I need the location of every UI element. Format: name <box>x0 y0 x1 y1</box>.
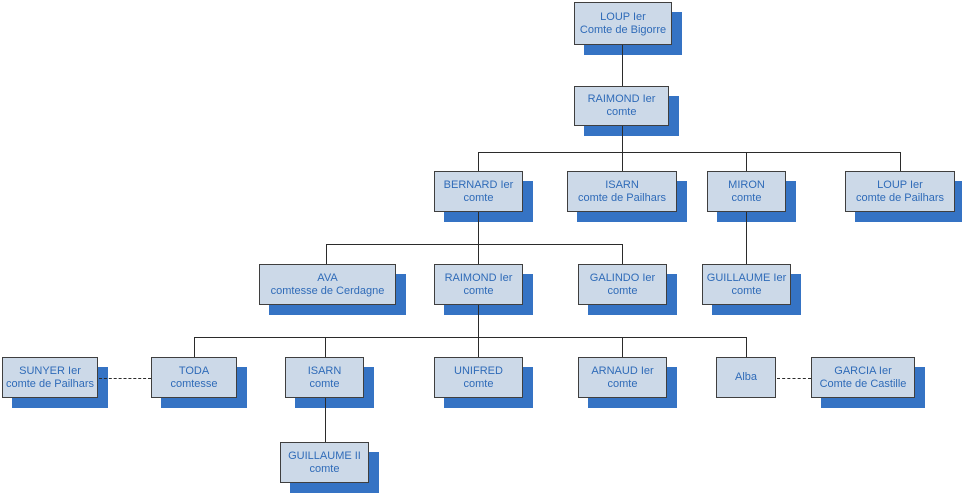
connector-loup1-raimond1 <box>622 45 623 86</box>
marriage-link-sunyer-toda <box>99 378 151 379</box>
node-label-secondary: comte <box>731 191 762 204</box>
connector-bus-isarn-pailhars <box>622 152 623 171</box>
node-label-primary: AVA <box>317 271 338 284</box>
node-label-primary: TODA <box>178 364 210 377</box>
node-label-primary: GUILLAUME II <box>288 449 361 462</box>
connector-bus-isarn-comte <box>325 337 326 358</box>
node-label-secondary: comte de Pailhars <box>5 377 95 390</box>
node-label-primary: BERNARD Ier <box>443 178 514 191</box>
node-label-secondary: Comte de Bigorre <box>579 23 667 36</box>
node-label-secondary: comte <box>606 106 637 118</box>
node-label-primary: UNIFRED <box>454 364 503 377</box>
node-alba[interactable]: Alba <box>716 357 776 398</box>
node-label-secondary: Comte de Castille <box>819 377 907 390</box>
connector-bus-ava <box>326 244 327 265</box>
node-label-primary: MIRON <box>728 178 765 191</box>
node-label-secondary: comte <box>309 377 340 390</box>
node-label-secondary: comte <box>463 191 494 204</box>
node-label-secondary: comtesse de Cerdagne <box>270 284 385 297</box>
marriage-link-alba-garcia <box>777 378 811 379</box>
connector-raimond1b-down <box>478 305 479 358</box>
connector-bus-arnaud1 <box>622 337 623 358</box>
node-label-primary: LOUP Ier <box>877 178 923 191</box>
node-label-secondary: comte <box>731 284 762 297</box>
node-label-primary: RAIMOND Ier <box>587 93 656 105</box>
bus-level3 <box>478 152 901 153</box>
node-label-secondary: comte <box>607 377 638 390</box>
connector-raimond1-down <box>622 126 623 172</box>
connector-bus-loup1-pailhars <box>900 152 901 171</box>
bus-level5 <box>194 337 747 338</box>
connector-bus-toda <box>194 337 195 358</box>
node-label-primary: ISARN <box>605 178 639 191</box>
node-label-primary: LOUP Ier <box>600 10 646 23</box>
node-label-secondary: comte <box>309 462 340 475</box>
node-label-secondary: comte <box>463 377 494 390</box>
node-label-primary: ISARN <box>307 364 342 377</box>
node-label-primary: GARCIA Ier <box>834 364 892 377</box>
node-label-secondary: comte de Pailhars <box>577 191 667 204</box>
connector-bernard1-down <box>478 212 479 265</box>
connector-bus-miron <box>746 152 747 171</box>
node-label-secondary: comtesse <box>170 377 218 390</box>
node-label-primary: RAIMOND Ier <box>444 271 513 284</box>
node-label-secondary: comte <box>463 284 494 297</box>
node-label-secondary: comte de Pailhars <box>855 191 945 204</box>
connector-isarn-guillaume2 <box>325 398 326 443</box>
node-label-secondary: comte <box>607 284 638 297</box>
node-label-primary: Alba <box>734 371 758 383</box>
connector-bus-galindo1 <box>622 244 623 265</box>
connector-bus-alba <box>746 337 747 358</box>
node-label-primary: ARNAUD Ier <box>591 364 654 377</box>
connector-bus-bernard1 <box>478 152 479 171</box>
node-label-primary: SUNYER Ier <box>19 364 81 377</box>
node-label-primary: GUILLAUME Ier <box>706 271 787 284</box>
node-label-primary: GALINDO Ier <box>589 271 656 284</box>
bus-level4 <box>326 244 623 245</box>
connector-miron-guillaume1 <box>746 212 747 265</box>
